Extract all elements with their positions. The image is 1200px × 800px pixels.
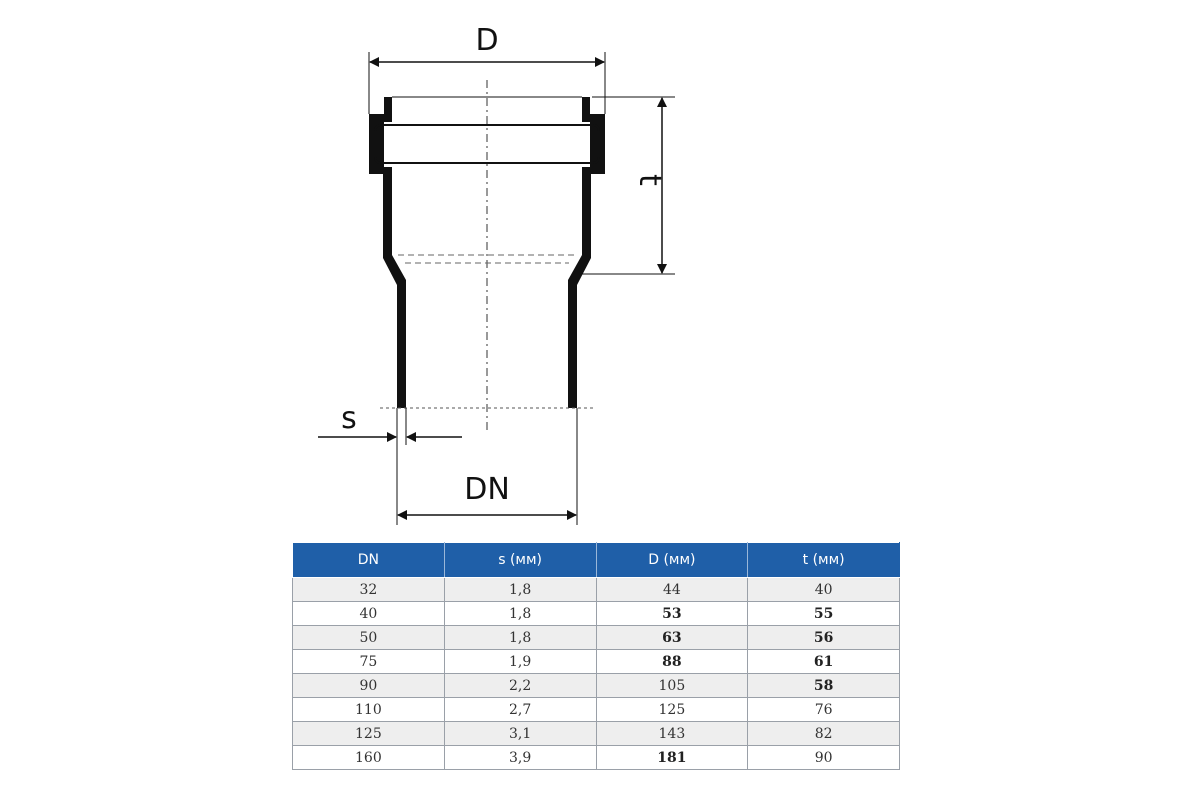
cell-dn: 75 xyxy=(292,649,445,674)
d-label: D xyxy=(475,23,498,58)
cell-s: 3,1 xyxy=(443,721,597,746)
t-label: t xyxy=(632,174,667,186)
pipe-wall-left xyxy=(369,97,406,408)
cell-dn: 110 xyxy=(292,697,445,722)
cell-d: 125 xyxy=(595,697,749,722)
cell-t: 40 xyxy=(747,577,900,602)
header-d: D (мм) xyxy=(595,542,749,578)
pipe-wall-right xyxy=(568,97,605,408)
cell-dn: 90 xyxy=(292,673,445,698)
cell-s: 1,8 xyxy=(443,601,597,626)
cell-s: 2,2 xyxy=(443,673,597,698)
cell-s: 1,9 xyxy=(443,649,597,674)
cell-t: 61 xyxy=(747,649,900,674)
cell-dn: 50 xyxy=(292,625,445,650)
s-label: s xyxy=(341,401,357,436)
cell-d: 53 xyxy=(595,601,749,626)
cell-t: 56 xyxy=(747,625,900,650)
pipe-socket-diagram: D t s DN xyxy=(318,23,675,525)
cell-t: 76 xyxy=(747,697,900,722)
cell-d: 181 xyxy=(595,745,749,770)
cell-dn: 160 xyxy=(292,745,445,770)
cell-dn: 125 xyxy=(292,721,445,746)
cell-s: 3,9 xyxy=(443,745,597,770)
cell-t: 55 xyxy=(747,601,900,626)
cell-s: 2,7 xyxy=(443,697,597,722)
cell-t: 82 xyxy=(747,721,900,746)
table-header-row: DN s (мм) D (мм) t (мм) xyxy=(292,542,900,578)
cell-s: 1,8 xyxy=(443,577,597,602)
cell-d: 44 xyxy=(595,577,749,602)
cell-t: 90 xyxy=(747,745,900,770)
cell-d: 88 xyxy=(595,649,749,674)
dn-label: DN xyxy=(464,472,510,507)
cell-t: 58 xyxy=(747,673,900,698)
header-dn: DN xyxy=(292,542,445,578)
cell-s: 1,8 xyxy=(443,625,597,650)
header-s: s (мм) xyxy=(443,542,597,578)
header-t: t (мм) xyxy=(747,542,900,578)
cell-d: 63 xyxy=(595,625,749,650)
cell-dn: 32 xyxy=(292,577,445,602)
cell-d: 143 xyxy=(595,721,749,746)
cell-dn: 40 xyxy=(292,601,445,626)
cell-d: 105 xyxy=(595,673,749,698)
